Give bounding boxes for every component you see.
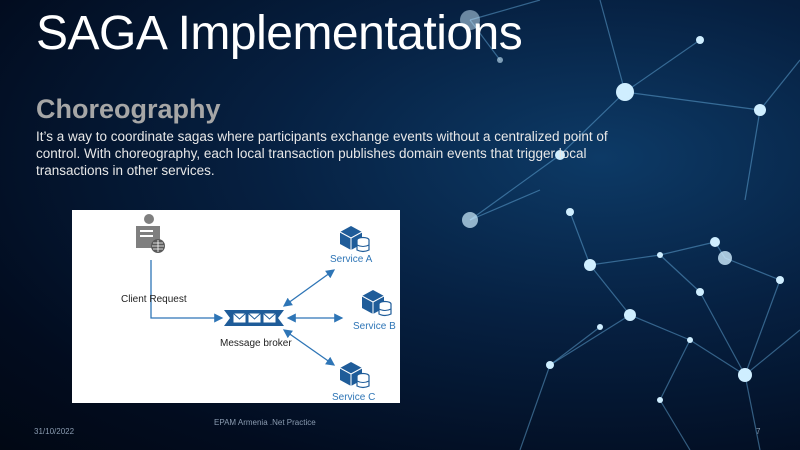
message-broker-label: Message broker (220, 338, 292, 349)
slide-subtitle: Choreography (36, 94, 221, 124)
footer-date: 31/10/2022 (34, 427, 75, 436)
service-c-label: Service C (332, 392, 375, 403)
choreography-diagram: Client Request Message broker Service A (72, 210, 400, 403)
client-computer-icon (136, 214, 165, 253)
service-b-icon (361, 290, 392, 317)
service-b-label: Service B (353, 321, 396, 332)
service-a-icon (339, 226, 370, 253)
client-request-label: Client Request (121, 294, 187, 305)
slide-title: SAGA Implementations (36, 7, 523, 60)
message-broker-icon (224, 310, 284, 326)
service-c-icon (339, 362, 370, 389)
slide-body-text: It’s a way to coordinate sagas where par… (36, 129, 608, 178)
page-number: 7 (756, 427, 761, 436)
service-a-label: Service A (330, 254, 373, 265)
footer-center-text: EPAM Armenia .Net Practice (214, 418, 316, 427)
